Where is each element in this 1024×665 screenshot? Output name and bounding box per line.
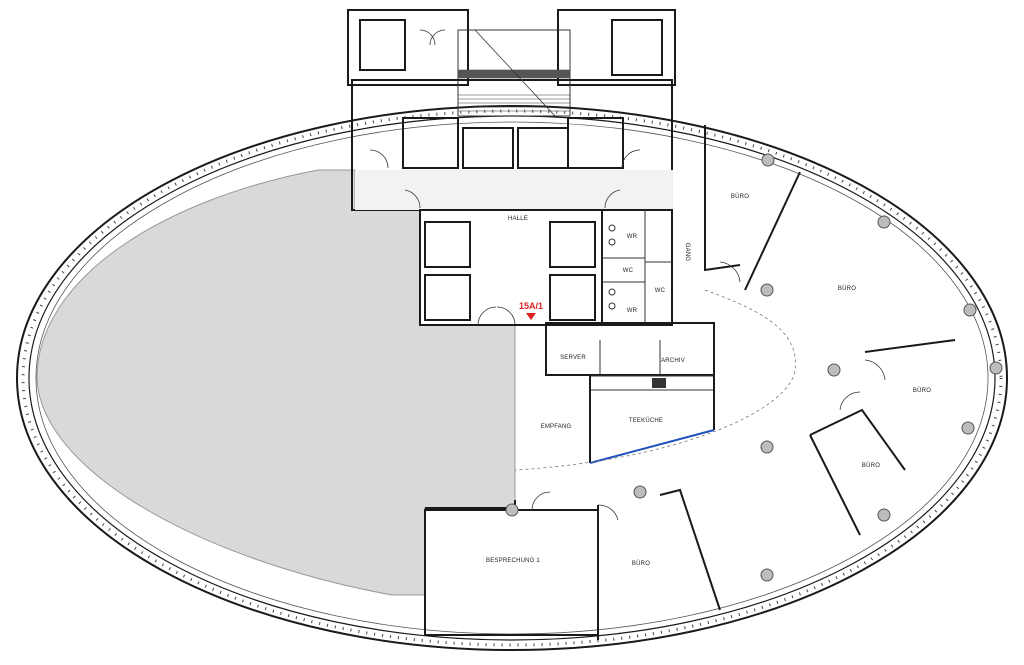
label-buero-5: BÜRO <box>632 560 650 567</box>
label-archiv: ARCHIV <box>661 358 685 364</box>
label-wc-2: WC <box>655 288 666 294</box>
label-wc-1: WC <box>623 268 634 274</box>
office-doors <box>597 261 886 521</box>
service-rooms <box>545 322 715 464</box>
office-partitions <box>597 125 956 640</box>
neighbour-unit-area <box>36 169 516 596</box>
label-wr-top: WR <box>627 234 638 240</box>
location-marker: 15A/1 <box>519 301 543 320</box>
reception-dashed-line <box>514 289 796 471</box>
label-besprechung: BESPRECHUNG 1 <box>486 558 540 564</box>
label-halle: HALLE <box>508 216 528 222</box>
room-labels: HALLE GANG WR WC WC WR SERVER ARCHIV EMP… <box>486 193 931 567</box>
label-buero-3: BÜRO <box>913 387 931 394</box>
label-empfang: EMPFANG <box>541 424 572 430</box>
columns <box>505 153 1003 582</box>
label-buero-1: BÜRO <box>731 193 749 200</box>
label-server: SERVER <box>560 355 586 361</box>
core <box>347 9 676 326</box>
sanitary-block <box>601 209 673 326</box>
marker-arrow-icon <box>526 313 536 320</box>
label-buero-2: BÜRO <box>838 285 856 292</box>
label-teekueche: TEEKÜCHE <box>629 417 663 424</box>
label-gang: GANG <box>684 243 690 262</box>
marker-label: 15A/1 <box>519 301 543 311</box>
label-buero-4: BÜRO <box>862 462 880 469</box>
label-wr-bottom: WR <box>627 308 638 314</box>
